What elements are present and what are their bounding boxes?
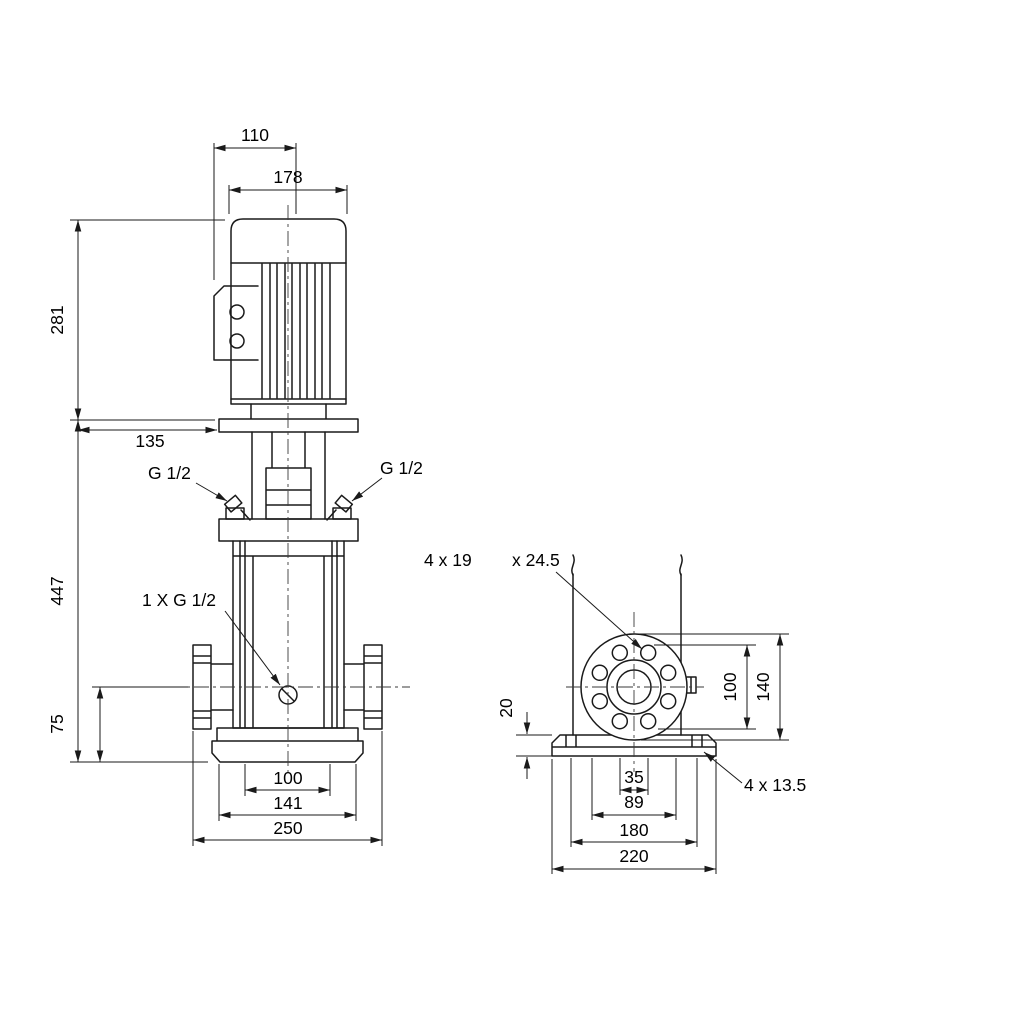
dim-178-label: 178 xyxy=(273,167,302,187)
dim-bolt-circle xyxy=(654,644,756,730)
side-view xyxy=(551,554,717,757)
pump-base xyxy=(211,727,364,763)
dim-bolt-spacing xyxy=(244,764,331,796)
drain-label: 1 X G 1/2 xyxy=(142,590,216,610)
cable-entry-top xyxy=(229,304,245,320)
dim-pump-height xyxy=(70,420,208,763)
vent-plug-left-icon xyxy=(223,494,243,513)
dim-motor-height xyxy=(70,219,225,421)
terminal-box xyxy=(213,285,259,361)
dim-100-side-label: 100 xyxy=(720,672,740,701)
flange-bolt-holes xyxy=(591,644,677,730)
motor-body xyxy=(230,218,347,405)
dim-220-label: 220 xyxy=(619,846,648,866)
dim-flange-spacing xyxy=(218,764,357,821)
dim-100-front-label: 100 xyxy=(273,768,302,788)
leader-vent-right xyxy=(351,477,383,502)
dimension-labels: 110 178 281 135 447 75 G 1/2 G 1/2 1 X G… xyxy=(47,125,806,866)
dim-140-label: 140 xyxy=(753,672,773,701)
dim-hole-span xyxy=(591,758,677,820)
motor-joints xyxy=(230,262,347,400)
dim-141-label: 141 xyxy=(273,793,302,813)
dim-110-label: 110 xyxy=(241,125,269,145)
dim-port-height xyxy=(92,686,188,762)
leader-flange-holes xyxy=(555,571,643,650)
leader-drain xyxy=(224,610,281,686)
dimension-lines xyxy=(70,143,789,874)
dim-281-label: 281 xyxy=(47,305,67,334)
pump-head-flange xyxy=(218,518,359,542)
port-flange-right xyxy=(343,644,383,730)
motor-flange xyxy=(218,403,359,433)
chamber-stack xyxy=(232,540,345,729)
dim-447-label: 447 xyxy=(47,576,67,605)
front-view xyxy=(192,218,383,763)
shaft-coupling xyxy=(265,431,312,520)
leader-base-holes xyxy=(703,751,743,784)
dim-flange-od xyxy=(637,633,789,741)
vent-plug-right-icon xyxy=(334,494,354,513)
side-column-break xyxy=(571,554,683,576)
dim-180-label: 180 xyxy=(619,820,648,840)
flange-counterbore-label: x 24.5 xyxy=(512,550,560,570)
flange-side-tab xyxy=(686,676,697,694)
dim-motor-width xyxy=(228,185,348,214)
motor-fins xyxy=(261,263,331,399)
vent-left-label: G 1/2 xyxy=(148,463,191,483)
leader-vent-left xyxy=(195,482,228,502)
flange-holes-label: 4 x 19 xyxy=(424,550,472,570)
cable-entry-bottom xyxy=(229,333,245,349)
dim-75-label: 75 xyxy=(47,714,67,733)
dim-base-length xyxy=(551,759,717,874)
dim-base-plate-thickness xyxy=(516,712,552,779)
port-flange-left xyxy=(192,644,234,730)
dim-motor-top-width xyxy=(213,143,297,280)
dim-hole-pair-spacing xyxy=(619,758,649,795)
dim-20-label: 20 xyxy=(496,698,516,718)
dim-89-label: 89 xyxy=(624,792,643,812)
motor-stool xyxy=(251,431,326,520)
base-holes-label: 4 x 13.5 xyxy=(744,775,806,795)
dim-35-label: 35 xyxy=(624,767,643,787)
centerlines xyxy=(168,205,704,775)
dim-135-label: 135 xyxy=(135,431,164,451)
dim-250-label: 250 xyxy=(273,818,302,838)
dim-port-face-to-face xyxy=(192,731,383,846)
dim-base-hole-spacing xyxy=(570,758,698,847)
vent-right-label: G 1/2 xyxy=(380,458,423,478)
